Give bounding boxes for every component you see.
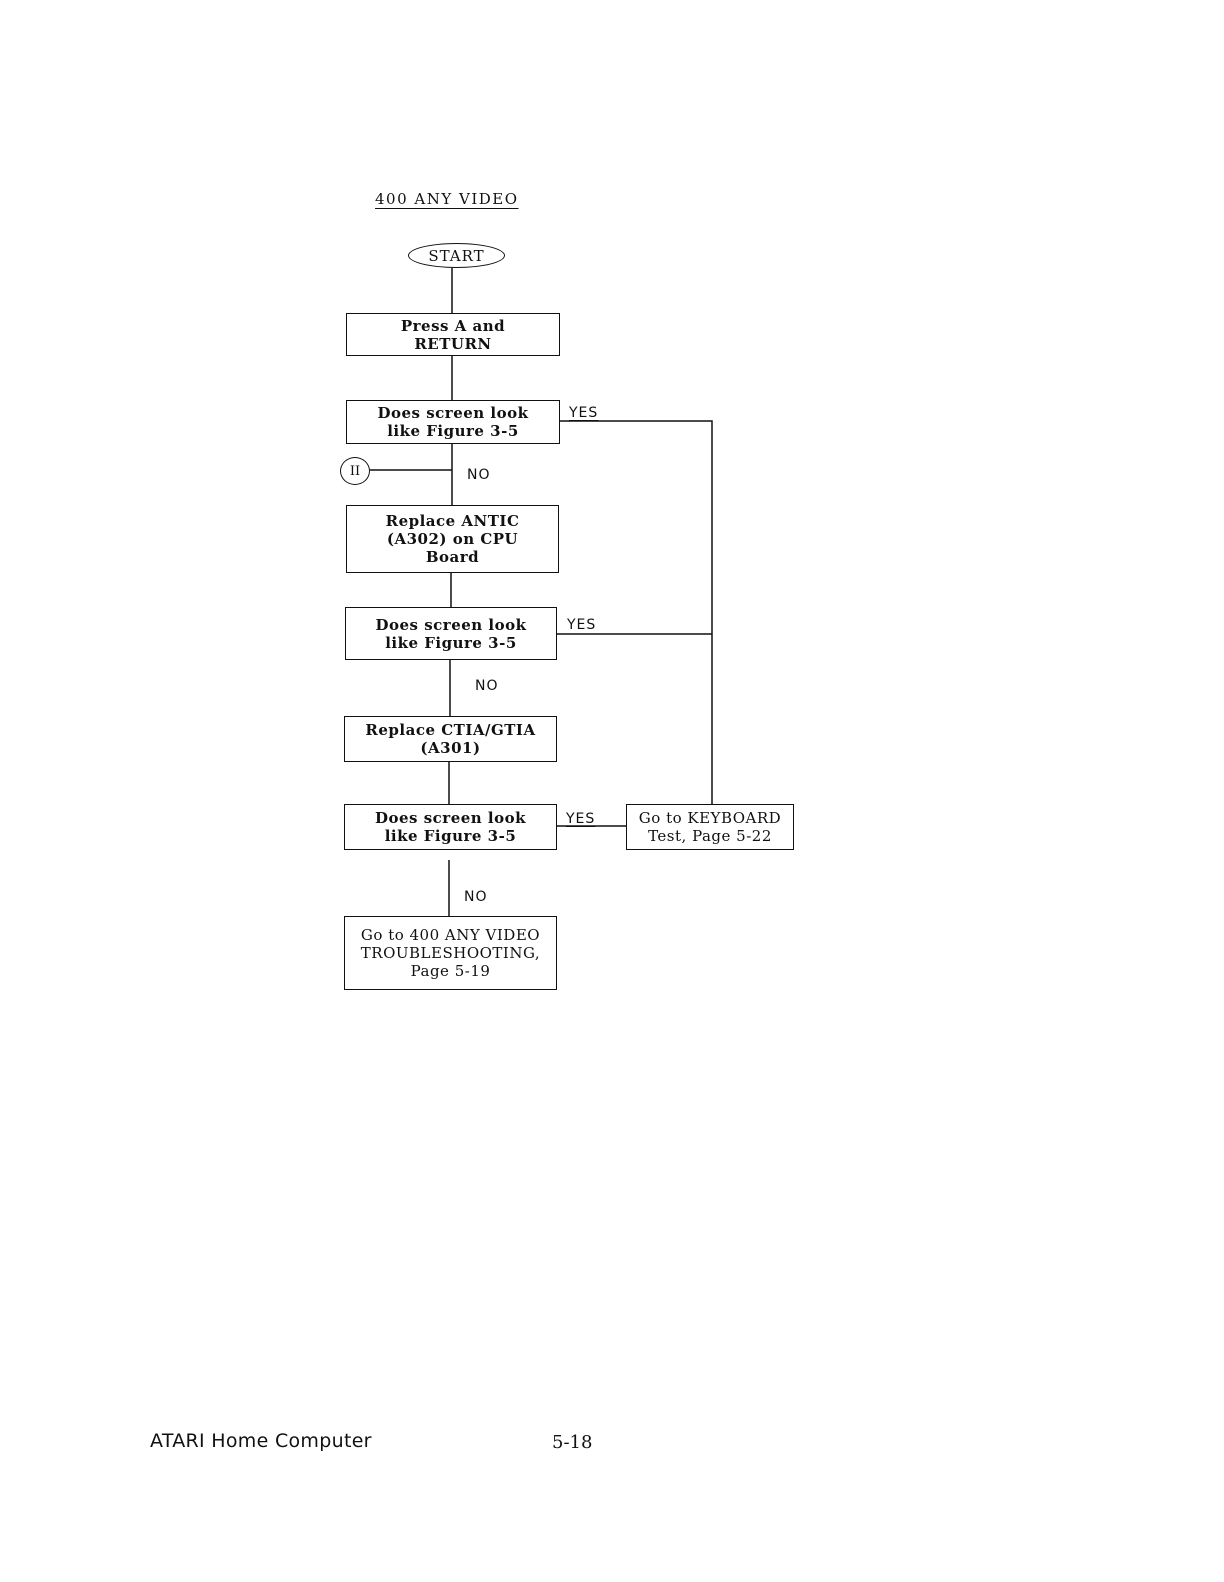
no-label-3: NO [464,889,488,905]
yes-label-1: YES [569,405,599,421]
press-a-return-box: Press A and RETURN [346,313,560,356]
no-label-2: NO [475,678,499,694]
yes-label-2: YES [567,617,597,633]
page-number: 5-18 [552,1432,593,1453]
start-terminator: START [408,243,505,268]
no-label-1: NO [467,467,491,483]
decision-box-3: Does screen look like Figure 3-5 [344,804,557,850]
footer-publication: ATARI Home Computer [150,1430,372,1452]
keyboard-test-box: Go to KEYBOARD Test, Page 5-22 [626,804,794,850]
page-title: 400 ANY VIDEO [375,190,519,208]
troubleshooting-box: Go to 400 ANY VIDEO TROUBLESHOOTING, Pag… [344,916,557,990]
decision-box-1: Does screen look like Figure 3-5 [346,400,560,444]
decision-box-2: Does screen look like Figure 3-5 [345,607,557,660]
replace-antic-box: Replace ANTIC (A302) on CPU Board [346,505,559,573]
yes-label-3: YES [566,811,596,827]
connector-ii: II [340,457,370,485]
replace-ctia-gtia-box: Replace CTIA/GTIA (A301) [344,716,557,762]
